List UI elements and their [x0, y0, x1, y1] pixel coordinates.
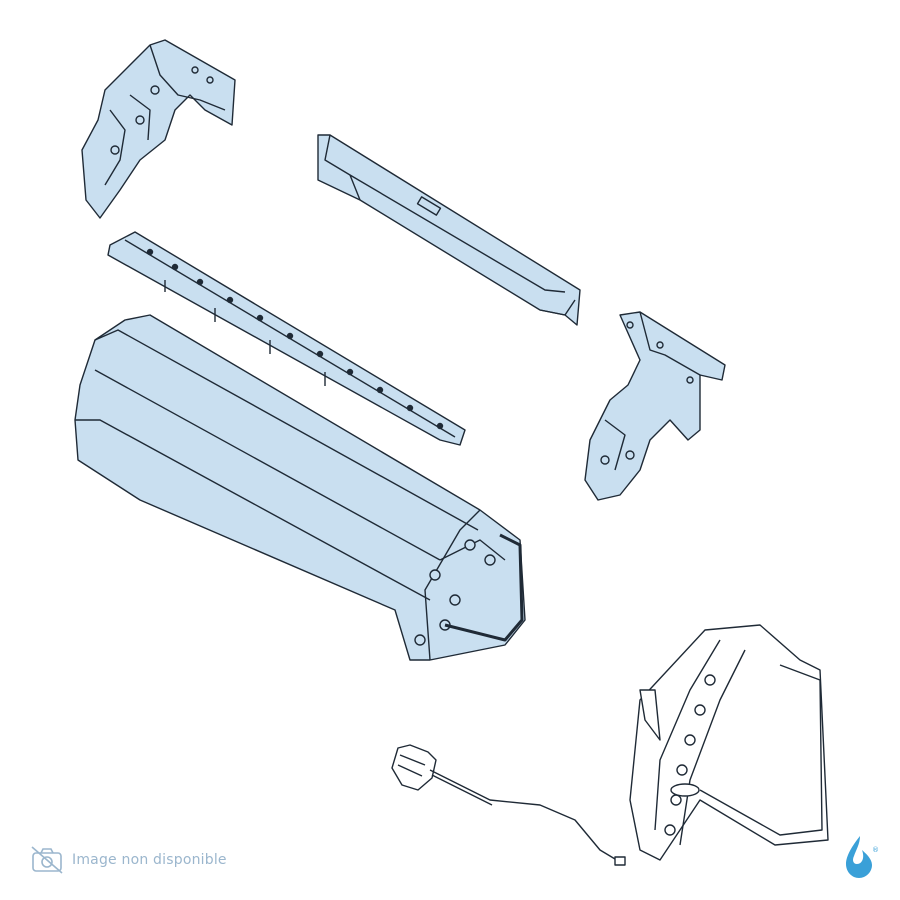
water-drop-logo [846, 836, 872, 878]
image-unavailable-text: Image non disponible [72, 852, 227, 868]
right-side-bracket [584, 311, 726, 501]
left-side-bracket [81, 39, 236, 219]
evaporator-coil [74, 314, 526, 661]
thermistor-sensor [391, 744, 626, 866]
coil-detail-assembly [629, 624, 829, 861]
registered-mark: ® [872, 846, 879, 854]
brand-logo: ® [838, 832, 884, 882]
camera-off-icon [31, 846, 63, 874]
control-box-panel [317, 134, 581, 326]
louver-rail [107, 231, 466, 446]
image-unavailable-notice: Image non disponible [30, 842, 227, 878]
